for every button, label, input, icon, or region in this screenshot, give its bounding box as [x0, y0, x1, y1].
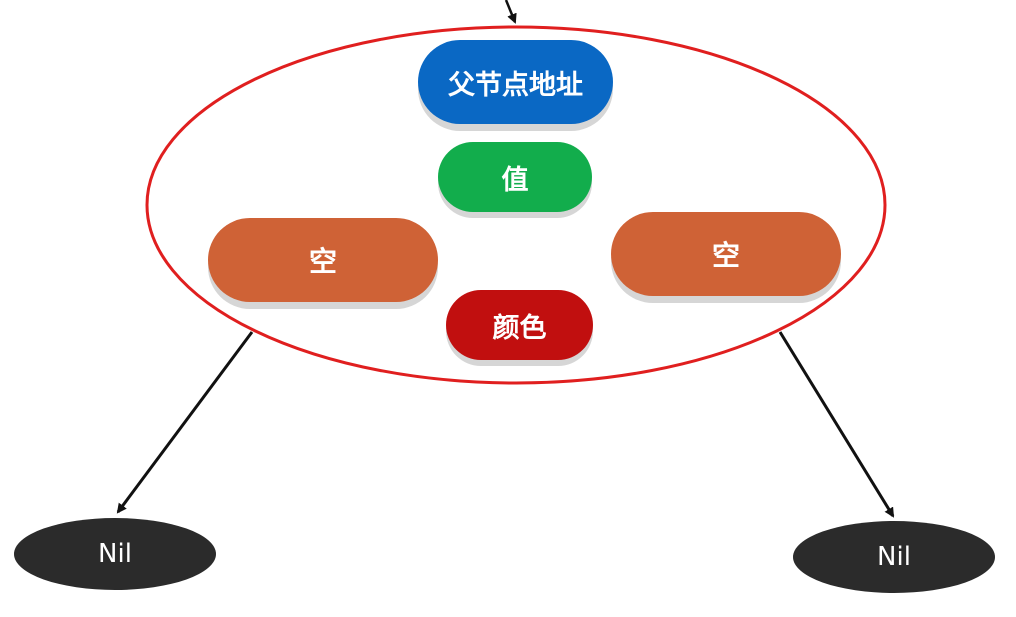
color-label: 颜色 — [492, 312, 547, 344]
right-child-label: 空 — [711, 239, 740, 272]
node-outline-ellipse — [145, 25, 887, 385]
value-label: 值 — [501, 164, 529, 196]
nil-leaf-left-label: Nil — [98, 539, 132, 569]
nil-leaf-right-label: Nil — [877, 542, 911, 572]
nil-leaf-right: Nil — [793, 521, 995, 593]
incoming-arrow — [504, 0, 517, 24]
nil-leaf-left: Nil — [14, 518, 216, 590]
value-field: 值 — [438, 142, 592, 212]
left-child-field: 空 — [208, 218, 438, 302]
right-child-arrow — [778, 331, 895, 518]
left-child-label: 空 — [308, 245, 337, 278]
parent-address-label: 父节点地址 — [448, 69, 583, 101]
right-child-field: 空 — [611, 212, 841, 296]
parent-address-field: 父节点地址 — [418, 40, 613, 124]
color-field: 颜色 — [446, 290, 593, 360]
left-child-arrow — [116, 331, 254, 514]
